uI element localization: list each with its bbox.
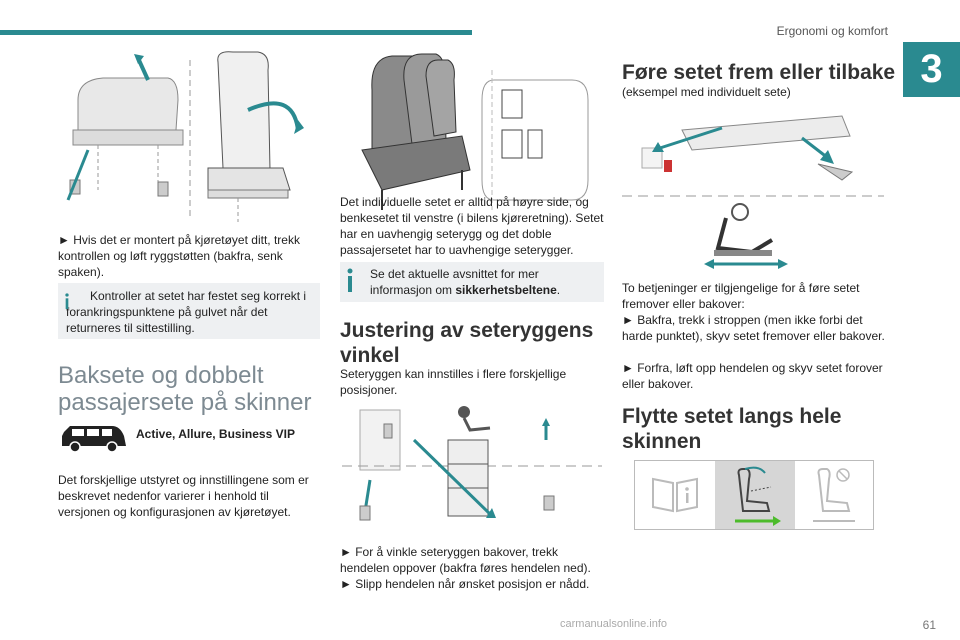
figure-seat-layout: [342, 50, 604, 222]
section-title: Ergonomi og komfort: [776, 24, 888, 38]
seat-slide-illustration: [622, 115, 884, 269]
version-list: Active, Allure, Business VIP: [136, 427, 295, 441]
section-heading-seat-forward-back: Føre setet frem eller tilbake: [622, 61, 896, 84]
figure-rear-seat-backrest: [58, 50, 318, 222]
example-caption: (eksempel med individuelt sete): [622, 85, 791, 99]
equipment-note: Det forskjellige utstyret og innstilling…: [58, 473, 309, 519]
seatbelt-note: Se det aktuelle avsnittet for mer inform…: [340, 262, 604, 302]
section-heading-rear-seat: Baksete og dobbelt passajersete på skinn…: [58, 362, 312, 416]
backrest-lever-illustration: [342, 406, 602, 521]
backrest-step-1: ► For å vinkle seteryggen bakover, trekk…: [340, 545, 591, 575]
control-front-lever: ► Forfra, løft opp hendelen og skyv sete…: [622, 361, 883, 391]
seat-slide-icon[interactable]: [715, 461, 795, 529]
controls-description: To betjeninger er tilgjengelige for å fø…: [622, 281, 860, 311]
info-note-text: Kontroller at setet har festet seg korre…: [66, 289, 307, 335]
figure-backrest-lever: [340, 400, 604, 538]
info-note: Kontroller at setet har festet seg korre…: [58, 283, 320, 339]
navigation-icon-strip: [634, 460, 874, 530]
seatbelt-link[interactable]: sikkerhetsbeltene: [455, 283, 557, 297]
section-heading-full-rail: Flytte setet langs hele skinnen: [622, 405, 842, 453]
section-heading-backrest-angle: Justering av seteryggens vinkel: [340, 319, 594, 367]
info-icon: [347, 268, 353, 292]
rear-seat-instruction: ► Hvis det er montert på kjøretøyet ditt…: [58, 233, 300, 279]
strap-icon: [664, 160, 672, 172]
header-bar: [0, 30, 472, 35]
watermark: carmanualsonline.info: [560, 618, 668, 630]
backrest-step-2: ► Slipp hendelen når ønsket posisjon er …: [340, 577, 590, 591]
figure-seat-slide: [622, 108, 884, 274]
page-number: 61: [922, 618, 936, 632]
backrest-intro: Seteryggen kan innstilles i flere forskj…: [340, 367, 567, 397]
control-rear-strap: ► Bakfra, trekk i stroppen (men ikke for…: [622, 313, 885, 343]
van-icon: [60, 424, 128, 454]
seat-layout-illustration: [361, 53, 589, 210]
info-icon: [65, 293, 69, 309]
seat-layout-description: Det individuelle setet er alltid på høyr…: [340, 195, 604, 257]
seatbelt-note-text: Se det aktuelle avsnittet for mer inform…: [370, 267, 561, 297]
seat-restricted-icon[interactable]: [795, 461, 873, 529]
chapter-number: 3: [903, 42, 960, 97]
manual-book-icon[interactable]: [635, 461, 715, 529]
seat-fold-illustration: [66, 51, 304, 222]
